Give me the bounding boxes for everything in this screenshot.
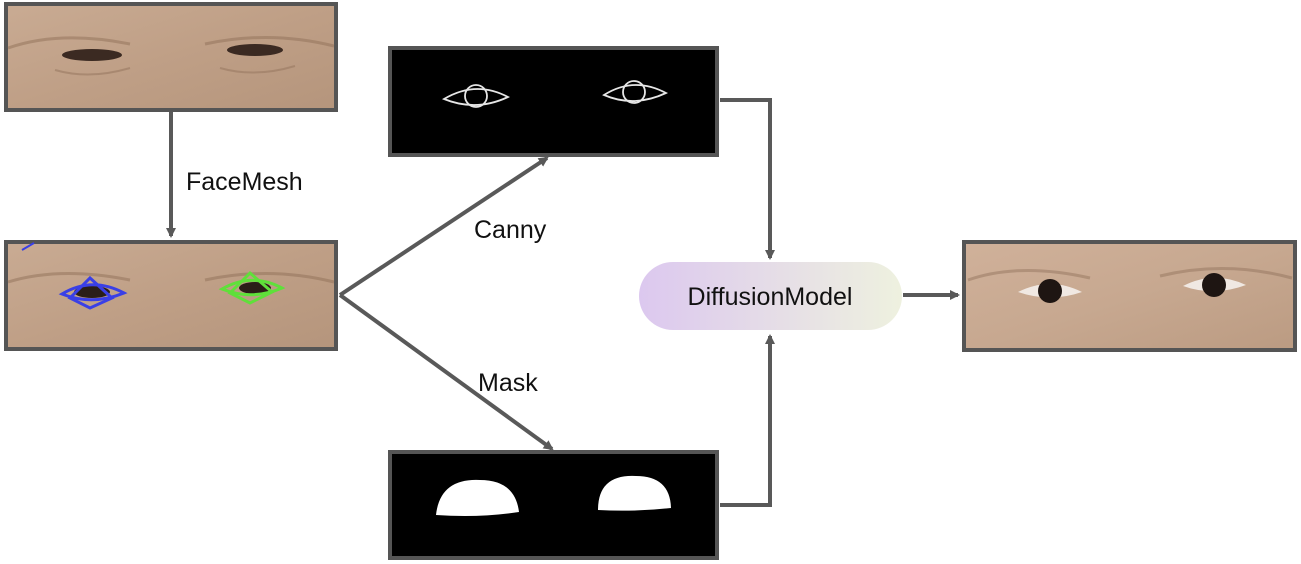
facemesh-label: FaceMesh — [186, 168, 303, 196]
arrow-canny — [338, 156, 549, 297]
input-eyes-photo — [4, 2, 338, 112]
mesh-right-eye — [218, 270, 286, 305]
mesh-left-eye — [58, 275, 128, 310]
arrow-mask-to-model — [720, 334, 775, 507]
connectors — [166, 98, 960, 507]
output-eyes-photo — [962, 240, 1297, 352]
canny-label: Canny — [474, 216, 547, 244]
eye-mask-map — [388, 450, 719, 560]
mask-label: Mask — [478, 369, 538, 397]
arrow-canny-to-model — [720, 98, 775, 260]
diffusion-model-label: DiffusionModel — [688, 283, 853, 311]
arrow-mask — [338, 293, 554, 451]
facemesh-eyes-photo — [4, 240, 338, 351]
canny-edge-map — [388, 46, 719, 157]
diffusion-model-node: DiffusionModel — [639, 262, 902, 330]
